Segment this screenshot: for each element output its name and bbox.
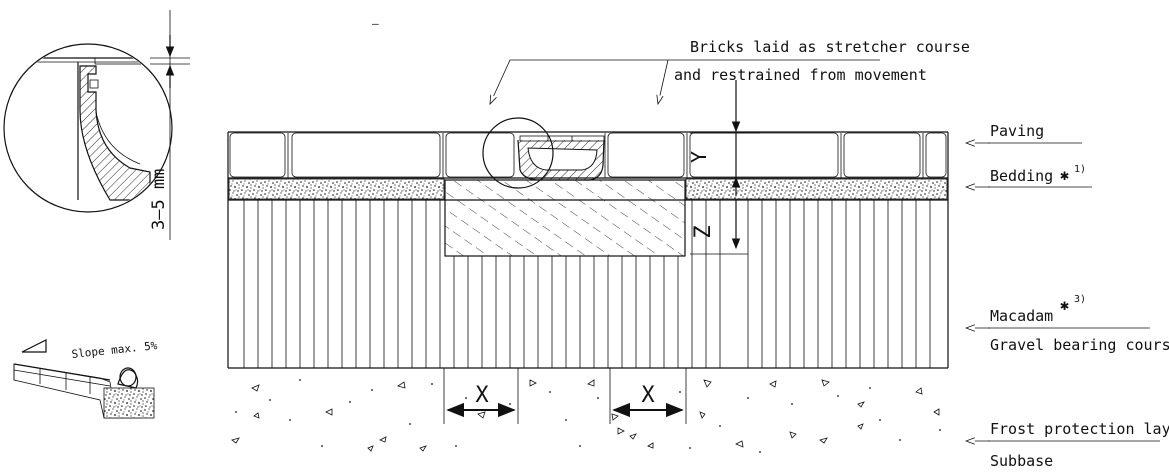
macadam-note: 3) [1074,294,1086,305]
dim-z-label: Z [691,225,716,238]
macadam-layer [243,200,931,368]
subbase-aggregate [231,379,940,452]
gap-label: 3–5 mm [149,169,169,230]
stray-mark: – [372,17,379,30]
detail-circle [3,10,190,240]
bedding-layer [228,178,445,200]
dim-x-right-label: X [641,383,655,408]
gravel-label: Gravel bearing course [990,336,1169,354]
main-section [227,59,949,453]
paving-label: Paving [990,122,1044,140]
concrete-foundation [444,179,686,257]
layer-callouts [966,143,1160,441]
bedding-asterisk: ✱ [1060,166,1069,184]
bedding-label: Bedding [990,167,1053,185]
drainage-channel [517,135,605,181]
slope-detail [13,339,155,419]
frost-label-line1: Frost protection layer/ [990,420,1169,438]
macadam-label: Macadam [990,307,1053,325]
bricks-label-line2: and restrained from movement [674,66,927,84]
bedding-note: 1) [1074,164,1086,175]
bricks-label-line1: Bricks laid as stretcher course [690,38,970,56]
subbase-dots [235,379,941,453]
macadam-asterisk: ✱ [1060,296,1069,314]
slope-label: Slope max. 5% [71,339,158,361]
dim-y-label: Y [687,151,711,163]
paving-stones [229,132,947,178]
dim-x-left-label: X [475,383,489,408]
frost-label-line2: Subbase [990,452,1053,470]
